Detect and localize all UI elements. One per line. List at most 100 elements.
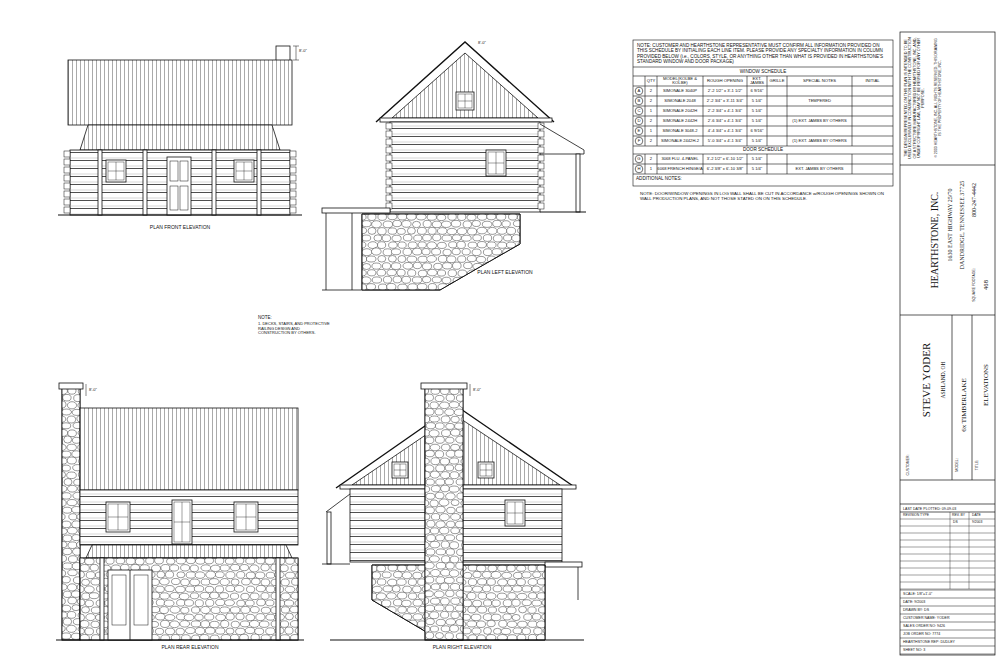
table-rule xyxy=(900,554,995,555)
stone-symbol xyxy=(477,242,486,248)
stone-symbol xyxy=(451,220,460,227)
stone-symbol xyxy=(280,565,288,572)
stone-symbol xyxy=(86,572,95,579)
stone-symbol xyxy=(428,284,436,291)
stone-symbol xyxy=(493,291,501,298)
table-cell: 3'-2 1/2" x 6'-10 1/2" xyxy=(703,154,747,164)
stone-symbol xyxy=(408,593,416,599)
rear-shape xyxy=(86,384,87,396)
stone-symbol xyxy=(367,620,377,627)
stone-symbol xyxy=(425,437,434,444)
stone-symbol xyxy=(179,593,189,600)
stone-symbol xyxy=(477,635,485,642)
stone-symbol xyxy=(514,572,523,578)
stone-symbol xyxy=(512,599,520,606)
stone-symbol xyxy=(483,249,492,256)
stone-symbol xyxy=(503,263,512,270)
stone-symbol xyxy=(190,579,200,586)
stone-symbol xyxy=(246,614,255,620)
right-shape xyxy=(421,383,467,389)
stone-symbol xyxy=(62,451,71,457)
front-shape xyxy=(106,160,254,182)
stone-symbol xyxy=(425,542,429,549)
stone-symbol xyxy=(498,565,507,571)
stone-symbol xyxy=(89,593,99,599)
left-shape xyxy=(392,53,538,118)
stone-symbol xyxy=(378,228,387,235)
stone-symbol xyxy=(62,612,67,618)
stone-symbol xyxy=(492,249,502,255)
stone-symbol xyxy=(442,277,451,283)
column-header: MODEL(KOLBE & KOLBE) xyxy=(657,76,703,86)
stone-symbol xyxy=(412,277,422,283)
stone-symbol xyxy=(170,606,180,613)
stone-symbol xyxy=(366,284,375,290)
stone-symbol xyxy=(292,578,298,585)
stone-symbol xyxy=(187,558,196,564)
right-shape xyxy=(327,512,331,564)
stone-symbol xyxy=(63,548,72,554)
stone-symbol xyxy=(195,558,205,564)
stone-symbol xyxy=(449,570,459,577)
stone-symbol xyxy=(468,228,477,235)
stone-symbol xyxy=(62,577,70,583)
stone-symbol xyxy=(73,422,80,428)
dimension: 8'-0" xyxy=(478,41,486,46)
stone-symbol xyxy=(63,535,72,542)
stone-symbol xyxy=(368,242,378,249)
stone-symbol xyxy=(241,606,250,613)
rear-shape xyxy=(80,490,298,545)
stone-symbol xyxy=(457,228,467,235)
stone-symbol xyxy=(62,458,67,464)
stone-symbol xyxy=(216,599,225,605)
stone-symbol xyxy=(170,592,180,599)
stone-symbol xyxy=(259,621,269,627)
stone-symbol xyxy=(176,628,184,635)
stone-symbol xyxy=(62,521,71,528)
stone-symbol xyxy=(72,605,80,611)
table-rule xyxy=(900,568,995,569)
stone-symbol xyxy=(82,579,90,585)
phone: 800-247-4442 xyxy=(971,183,978,217)
stone-symbol xyxy=(62,401,66,408)
stone-symbol xyxy=(487,214,496,220)
stone-symbol xyxy=(156,586,165,592)
stone-symbol xyxy=(413,599,422,606)
stone-symbol xyxy=(438,242,447,248)
stone-symbol xyxy=(201,606,211,613)
stone-symbol xyxy=(397,579,407,586)
stone-symbol xyxy=(512,249,521,255)
stone-symbol xyxy=(449,486,459,492)
stone-symbol xyxy=(363,264,371,270)
stone-symbol xyxy=(434,605,444,611)
log-end xyxy=(538,171,544,177)
callout-letter: G xyxy=(633,154,645,164)
rear-shape xyxy=(80,558,298,640)
stone-symbol xyxy=(261,593,269,600)
stone-symbol xyxy=(435,409,443,415)
stone-symbol xyxy=(407,607,417,614)
stone-symbol xyxy=(165,628,174,635)
stone-symbol xyxy=(185,628,195,634)
stone-symbol xyxy=(522,572,531,578)
stone-symbol xyxy=(250,565,259,572)
schedule-shape xyxy=(633,67,893,174)
stone-symbol xyxy=(488,227,498,234)
stone-symbol xyxy=(408,284,418,291)
stone-symbol xyxy=(280,635,290,640)
stone-symbol xyxy=(67,500,77,506)
front-shape xyxy=(180,161,188,181)
stone-symbol xyxy=(369,565,378,572)
stone-symbol xyxy=(266,572,275,578)
stone-symbol xyxy=(382,235,390,242)
column-header: REV. BY xyxy=(952,514,965,518)
art-shape xyxy=(56,383,306,647)
stone-symbol xyxy=(387,620,397,627)
art-shape xyxy=(322,42,586,298)
stone-symbol xyxy=(433,291,443,297)
art-shape xyxy=(58,46,302,215)
stone-symbol xyxy=(211,565,221,571)
stone-symbol xyxy=(68,542,77,549)
table-cell: SIMONALE 3040P xyxy=(657,86,703,96)
window-symbol xyxy=(507,513,523,514)
